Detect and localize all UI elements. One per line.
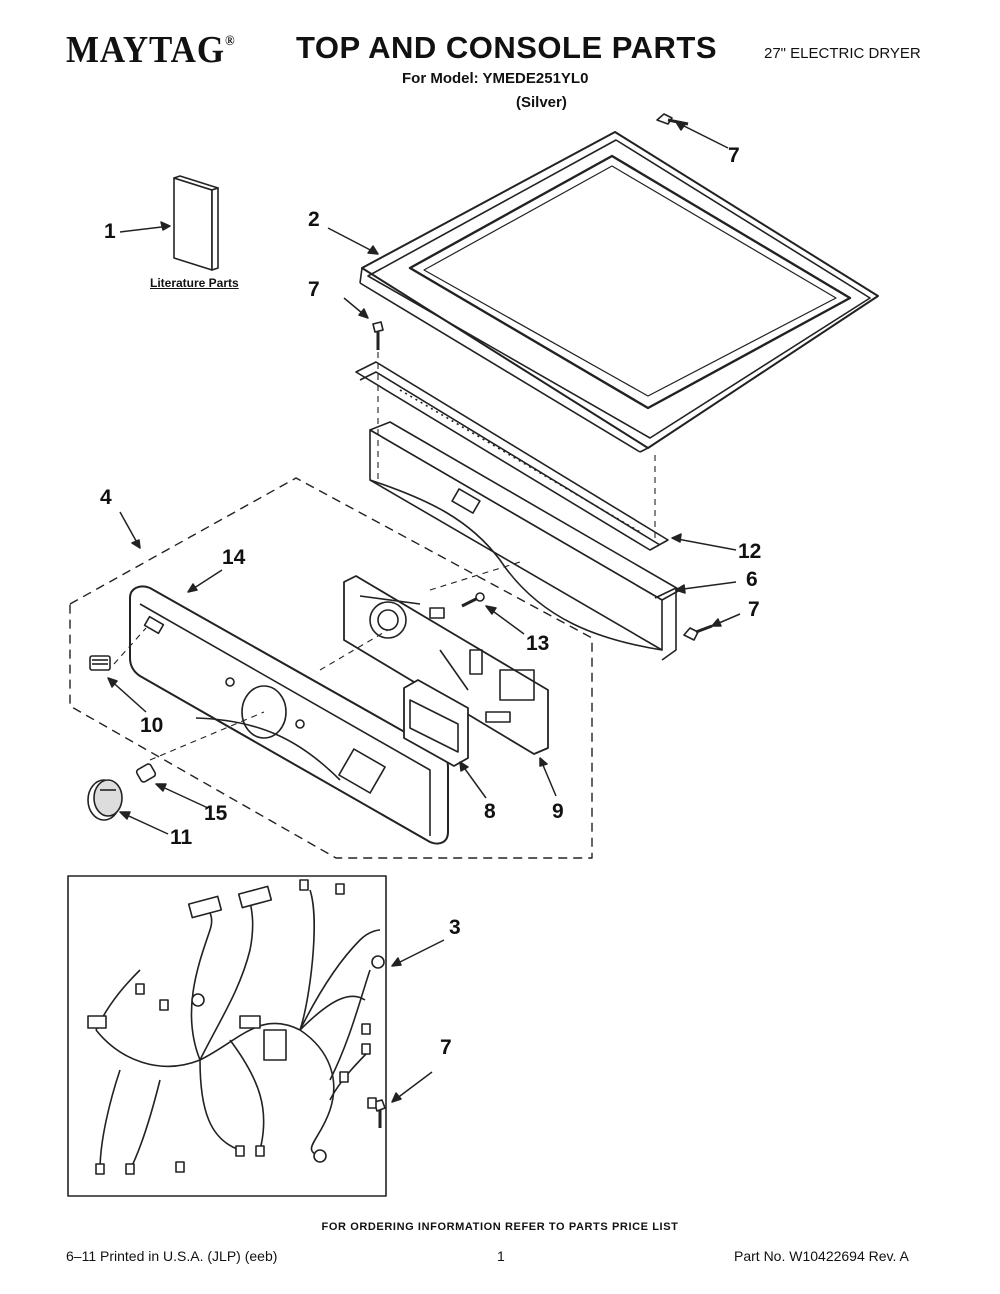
knob bbox=[87, 779, 123, 821]
display-module bbox=[403, 679, 469, 767]
callout-14: 14 bbox=[222, 546, 246, 569]
ordering-note: FOR ORDERING INFORMATION REFER TO PARTS … bbox=[321, 1221, 679, 1233]
brand-logo: MAYTAG® bbox=[66, 29, 236, 71]
knob-shaft bbox=[135, 763, 157, 783]
control-board bbox=[343, 575, 549, 755]
board-screw bbox=[461, 592, 485, 608]
callout-7-left: 7 bbox=[308, 278, 320, 301]
leader-arrows bbox=[107, 121, 741, 1103]
console-back bbox=[369, 421, 681, 661]
callout-9: 9 bbox=[552, 800, 564, 823]
page-number: 1 bbox=[497, 1248, 505, 1264]
callout-2: 2 bbox=[308, 208, 320, 231]
literature-book bbox=[173, 175, 219, 271]
callout-12: 12 bbox=[738, 540, 762, 563]
callout-1: 1 bbox=[104, 220, 116, 243]
page-title: TOP AND CONSOLE PARTS bbox=[296, 30, 718, 65]
screw-left bbox=[372, 321, 384, 350]
print-info: 6–11 Printed in U.S.A. (JLP) (eeb) bbox=[66, 1248, 278, 1264]
callout-7-right: 7 bbox=[748, 598, 760, 621]
callout-6: 6 bbox=[746, 568, 758, 591]
callout-15: 15 bbox=[204, 802, 228, 825]
callout-7-top: 7 bbox=[728, 144, 740, 167]
console-bracket bbox=[355, 361, 669, 551]
product-type: 27" ELECTRIC DRYER bbox=[764, 45, 921, 62]
callout-13: 13 bbox=[526, 632, 550, 655]
console-panel bbox=[129, 585, 449, 845]
assembly-guides bbox=[113, 352, 656, 761]
top-panel bbox=[359, 131, 879, 453]
screw-right bbox=[683, 624, 713, 641]
callout-8: 8 bbox=[484, 800, 496, 823]
callout-10: 10 bbox=[140, 714, 164, 737]
model-number: For Model: YMEDE251YL0 bbox=[402, 70, 589, 87]
model-color: (Silver) bbox=[516, 94, 567, 111]
callout-4: 4 bbox=[100, 486, 112, 509]
part-number: Part No. W10422694 Rev. A bbox=[734, 1248, 909, 1264]
push-button bbox=[89, 655, 111, 671]
callout-11: 11 bbox=[170, 826, 193, 849]
callout-3: 3 bbox=[449, 916, 461, 939]
wire-harness bbox=[67, 875, 387, 1197]
callout-7-harness: 7 bbox=[440, 1036, 452, 1059]
literature-parts-label: Literature Parts bbox=[150, 276, 239, 290]
console-assembly-outline bbox=[69, 477, 593, 859]
